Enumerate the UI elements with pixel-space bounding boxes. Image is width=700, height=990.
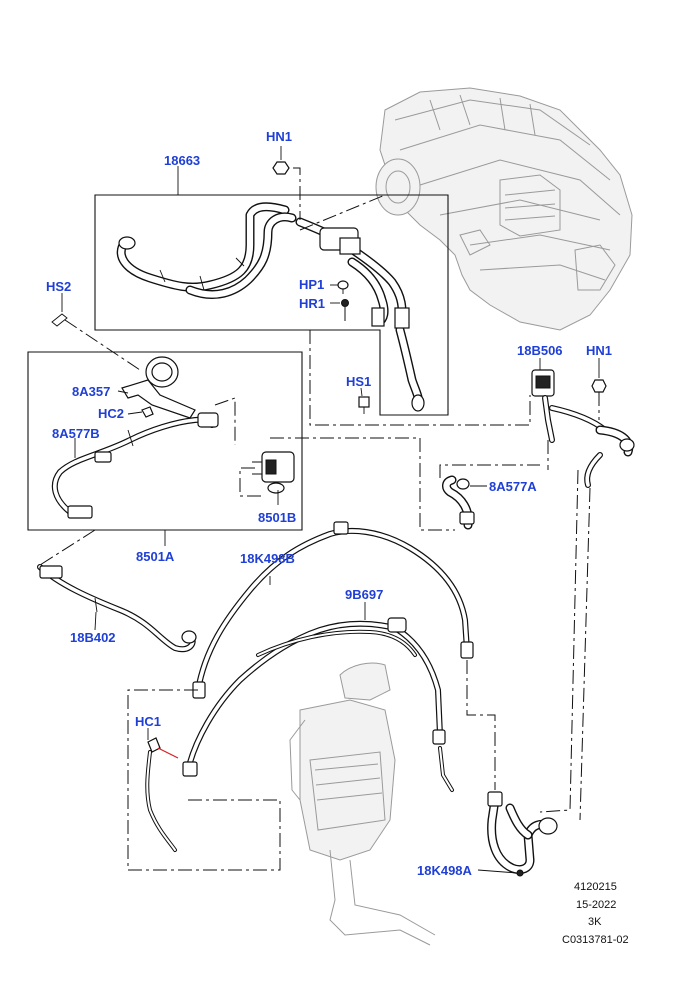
diagram-date: 15-2022: [576, 899, 616, 911]
diagram-reference: C0313781-02: [562, 934, 629, 946]
link-right-vertical: [439, 440, 549, 478]
hose-hc1-lower[interactable]: [145, 750, 177, 852]
link-18663-hvac: [299, 194, 386, 231]
link-right-long: [539, 469, 579, 813]
diagram-revision: 3K: [588, 916, 602, 928]
link-18k498b-down: [466, 660, 496, 790]
label-hs1: HS1: [346, 374, 371, 389]
valve-18b506[interactable]: [531, 369, 635, 488]
nut-hn1-right: [591, 379, 607, 420]
assembly-box-18663: [94, 194, 449, 416]
label-hr1: HR1: [299, 296, 325, 311]
label-hs2: HS2: [46, 279, 71, 294]
screw-hs2: [51, 313, 141, 371]
hvac-unit-ghost: [375, 87, 633, 331]
label-hn1-right: HN1: [586, 343, 612, 358]
link-8501a-18b402: [39, 529, 96, 566]
label-hc1: HC1: [135, 714, 161, 729]
label-8a577a: 8A577A: [489, 479, 537, 494]
nut-hn1-top: [272, 161, 301, 220]
label-hp1: HP1: [299, 277, 324, 292]
label-18k498a: 18K498A: [417, 863, 473, 878]
clip-hc1: [147, 737, 179, 759]
diagram-code: 4120215: [574, 881, 617, 893]
hose-assembly-18663[interactable]: [116, 202, 425, 412]
label-hn1-top: HN1: [266, 129, 292, 144]
heater-unit-ghost: [289, 662, 436, 946]
hose-18k498a[interactable]: [487, 791, 558, 877]
label-8a357: 8A357: [72, 384, 110, 399]
label-18k498b: 18K498B: [240, 551, 295, 566]
pipe-18b402[interactable]: [37, 564, 197, 653]
pump-8501b[interactable]: [214, 397, 295, 497]
link-18663-right: [309, 330, 531, 426]
clip-hr1: [341, 299, 349, 322]
clip-hp1: [337, 280, 349, 294]
label-18663: 18663: [164, 153, 200, 168]
hose-9b697[interactable]: [182, 617, 454, 792]
label-hc2: HC2: [98, 406, 124, 421]
clip-hc2: [141, 406, 154, 418]
screw-hs1: [358, 396, 370, 414]
leader-lines: [61, 146, 600, 874]
label-9b697: 9B697: [345, 587, 383, 602]
assembly-box-8501a: [27, 351, 303, 531]
hose-8a577b[interactable]: [51, 412, 219, 519]
hose-8a577a[interactable]: [442, 475, 475, 530]
label-18b506: 18B506: [517, 343, 563, 358]
label-18b402: 18B402: [70, 630, 116, 645]
link-right-long2: [579, 487, 591, 821]
link-8501-right: [270, 437, 455, 531]
link-lower-left: [127, 689, 281, 871]
hose-18k498b[interactable]: [192, 521, 474, 699]
label-8501b: 8501B: [258, 510, 296, 525]
bracket-8a357[interactable]: [121, 356, 196, 419]
label-8a577b: 8A577B: [52, 426, 100, 441]
label-8501a: 8501A: [136, 549, 175, 564]
